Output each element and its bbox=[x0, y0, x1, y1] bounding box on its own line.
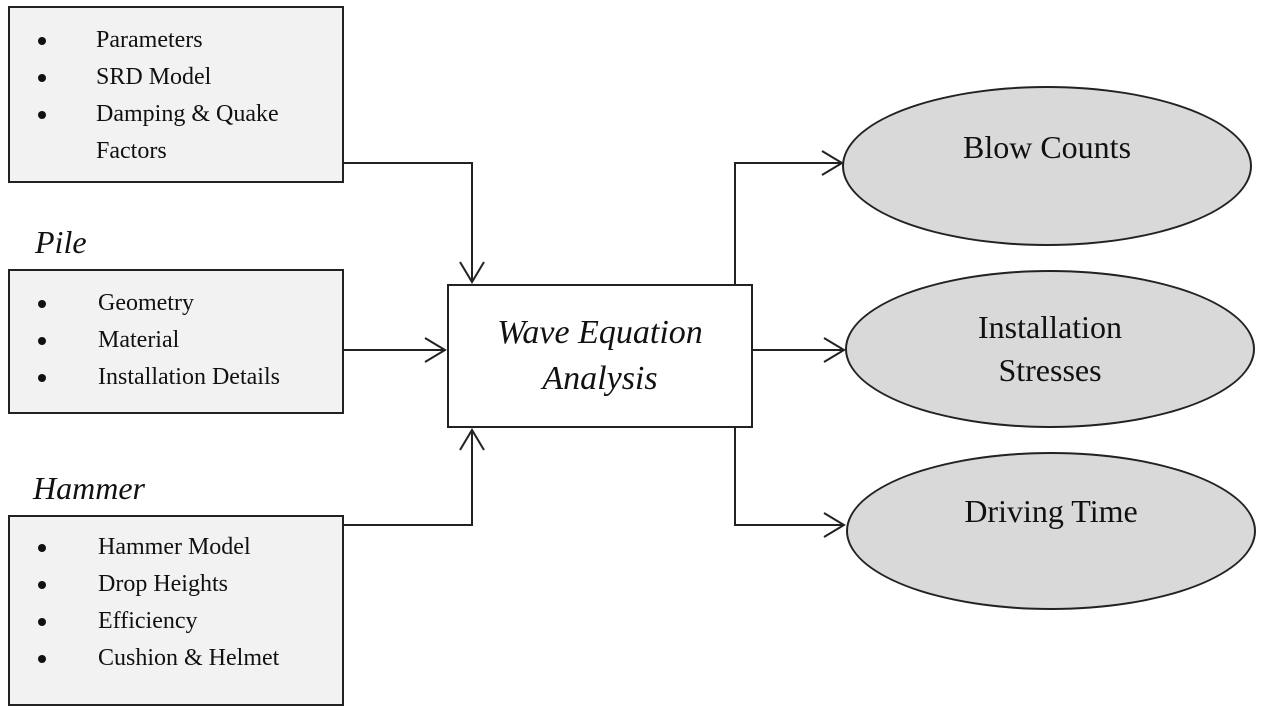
list-item: Efficiency bbox=[10, 603, 342, 640]
bullet-icon bbox=[38, 374, 46, 382]
pile-input-box: Geometry Material Installation Details bbox=[8, 269, 344, 414]
hammer-item-list: Hammer Model Drop Heights Efficiency Cus… bbox=[10, 529, 342, 677]
soil-arrowhead bbox=[459, 261, 485, 284]
hammer-connector bbox=[343, 430, 473, 526]
bullet-icon bbox=[38, 111, 46, 119]
stresses-arrowhead bbox=[823, 337, 846, 363]
bullet-icon bbox=[38, 655, 46, 663]
item-text: Cushion & Helmet bbox=[98, 645, 280, 671]
analysis-title-line2: Analysis bbox=[542, 360, 658, 397]
item-text: Geometry bbox=[98, 290, 194, 316]
bullet-icon bbox=[38, 544, 46, 552]
soil-item-list: Parameters SRD Model Damping & Quake Fac… bbox=[10, 22, 342, 170]
list-item: Material bbox=[10, 322, 342, 359]
output-label-line2: Stresses bbox=[998, 352, 1102, 388]
wave-equation-analysis-box: Wave Equation Analysis bbox=[447, 284, 753, 428]
bullet-icon bbox=[38, 337, 46, 345]
list-item: Hammer Model bbox=[10, 529, 342, 566]
driving-time-connector bbox=[734, 428, 844, 526]
installation-stresses-output: Installation Stresses bbox=[845, 270, 1255, 428]
analysis-title-line1: Wave Equation bbox=[497, 314, 703, 351]
list-item: SRD Model bbox=[10, 59, 342, 96]
soil-connector bbox=[343, 162, 473, 282]
blow-counts-output: Blow Counts bbox=[842, 86, 1252, 246]
list-item: Damping & Quake Factors bbox=[10, 96, 342, 170]
hammer-arrowhead bbox=[459, 428, 485, 451]
list-item: Parameters bbox=[10, 22, 342, 59]
hammer-input-box: Hammer Model Drop Heights Efficiency Cus… bbox=[8, 515, 344, 706]
item-text: Installation Details bbox=[98, 364, 280, 390]
bullet-icon bbox=[38, 581, 46, 589]
list-item: Drop Heights bbox=[10, 566, 342, 603]
item-text: Drop Heights bbox=[98, 571, 228, 597]
bullet-icon bbox=[38, 300, 46, 308]
soil-input-box: Parameters SRD Model Damping & Quake Fac… bbox=[8, 6, 344, 183]
driving-time-arrowhead bbox=[823, 512, 846, 538]
output-label: Driving Time bbox=[964, 493, 1138, 529]
driving-time-output: Driving Time bbox=[846, 452, 1256, 610]
output-label: Blow Counts bbox=[962, 129, 1132, 165]
pile-item-list: Geometry Material Installation Details bbox=[10, 285, 342, 396]
item-text: Parameters bbox=[96, 27, 203, 53]
pile-arrowhead bbox=[424, 337, 447, 363]
bullet-icon bbox=[38, 37, 46, 45]
list-item: Installation Details bbox=[10, 359, 342, 396]
item-text: Material bbox=[98, 327, 180, 353]
pile-label: Pile bbox=[35, 224, 87, 260]
blow-counts-connector bbox=[734, 162, 842, 284]
bullet-icon bbox=[38, 618, 46, 626]
item-text: Damping & Quake bbox=[96, 101, 279, 127]
item-text: SRD Model bbox=[96, 64, 212, 90]
hammer-label: Hammer bbox=[33, 470, 145, 506]
item-text: Hammer Model bbox=[98, 534, 251, 560]
list-item: Geometry bbox=[10, 285, 342, 322]
item-text: Efficiency bbox=[98, 608, 198, 634]
bullet-icon bbox=[38, 74, 46, 82]
item-text-continuation: Factors bbox=[96, 138, 167, 164]
list-item: Cushion & Helmet bbox=[10, 640, 342, 677]
output-label: Installation bbox=[978, 309, 1122, 345]
